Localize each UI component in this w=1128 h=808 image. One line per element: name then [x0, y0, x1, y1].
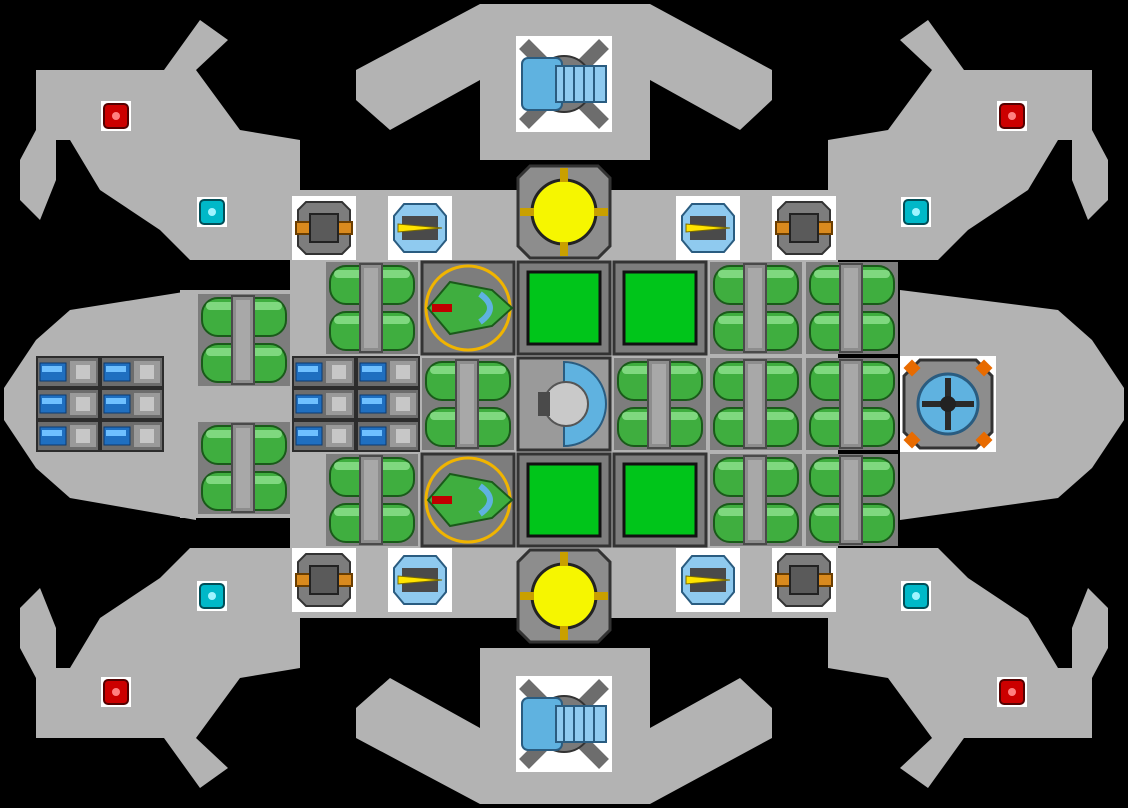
shield-generator[interactable] [902, 358, 994, 450]
power-panels[interactable] [516, 260, 708, 548]
cockpit[interactable] [516, 356, 612, 452]
thruster-top[interactable] [519, 39, 609, 129]
fighter-bay-bottom[interactable] [420, 452, 516, 548]
laser-turrets[interactable] [393, 203, 735, 605]
red-nodes[interactable] [101, 101, 1027, 707]
cannons[interactable] [295, 201, 833, 607]
fighter-bay-top[interactable] [420, 260, 516, 356]
reactor-bottom[interactable] [516, 548, 612, 644]
cyan-nodes[interactable] [197, 197, 931, 611]
reactor-top[interactable] [516, 164, 612, 260]
thruster-bottom[interactable] [519, 679, 609, 769]
